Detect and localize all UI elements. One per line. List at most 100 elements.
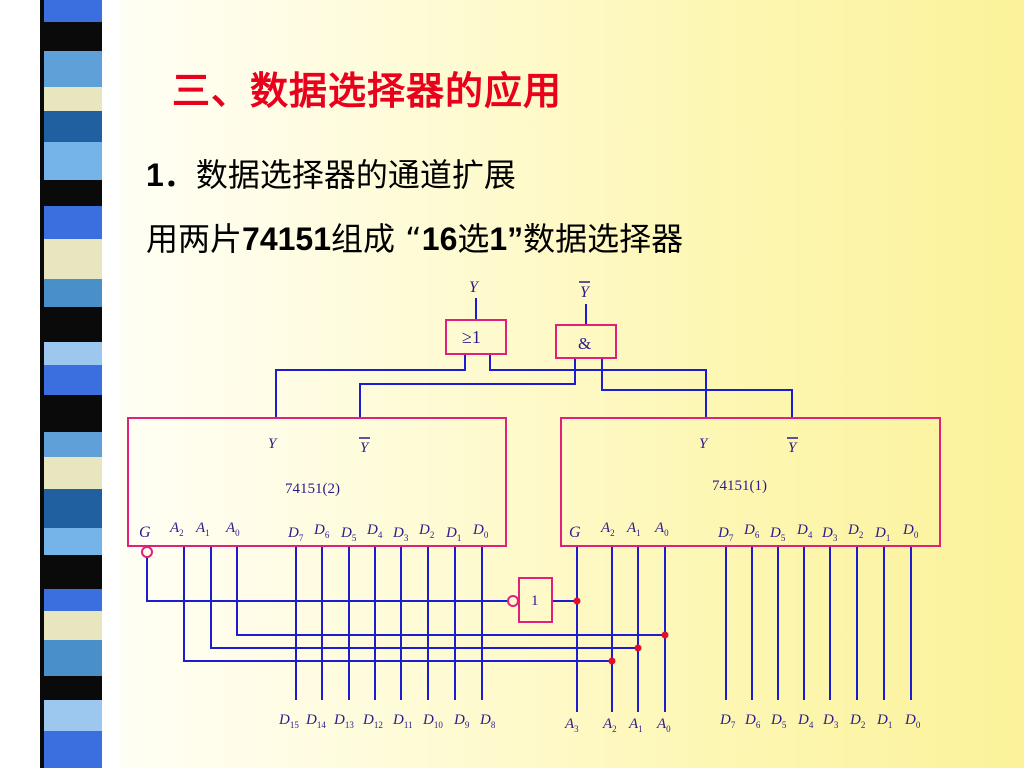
stripe-block — [40, 142, 102, 180]
stripe-block — [40, 342, 102, 365]
chip1-data-pin-label: D6 — [743, 522, 760, 540]
stripe-block — [40, 457, 102, 489]
A3-junction — [573, 597, 581, 605]
stripe-block — [40, 395, 102, 432]
stripe-block — [40, 279, 102, 307]
chip1-select-label: A2 — [600, 520, 615, 538]
section-heading-text: 数据选择器的通道扩展 — [195, 156, 516, 194]
chip1-Ybar-label: Y — [788, 440, 798, 456]
input-label-high: D12 — [362, 712, 383, 730]
chip1-enable-label: G — [569, 524, 581, 541]
chip2-enable-bubble — [141, 546, 153, 558]
not-gate-label: 1 — [531, 593, 539, 609]
chip2-Ybar-to-and — [359, 358, 576, 418]
stripe-block — [40, 432, 102, 457]
not-gate — [518, 577, 553, 623]
component-boxes — [127, 319, 941, 623]
stripe-edge — [40, 0, 44, 768]
chip2-data-pin-label: D7 — [287, 525, 304, 543]
input-label-high: D9 — [453, 712, 470, 730]
input-label-low: D0 — [904, 712, 921, 730]
select-input-label: A0 — [656, 716, 671, 734]
desc-select: 选 — [457, 220, 490, 258]
desc-part-c: 组成 “ — [331, 220, 422, 258]
stripe-block — [40, 51, 102, 87]
stripe-block — [40, 111, 102, 142]
stripe-block — [40, 528, 102, 555]
chip2-data-pin-label: D1 — [445, 525, 461, 543]
input-label-low: D7 — [719, 712, 736, 730]
chip2-select-label: A1 — [195, 520, 210, 538]
output-Ybar-label: Y — [580, 284, 591, 301]
input-label-high: D14 — [305, 712, 326, 730]
chip-74151-1 — [560, 417, 941, 547]
chip1-Y-to-or — [489, 354, 707, 418]
desc-one: 1” — [489, 221, 524, 257]
input-label-low: D1 — [876, 712, 892, 730]
chip1-Ybar-to-and — [601, 358, 793, 418]
chip2-data-pin-label: D3 — [392, 525, 409, 543]
wires — [146, 298, 912, 712]
stripe-block — [40, 589, 102, 611]
section-number: 1． — [146, 157, 196, 193]
input-label-high: D13 — [333, 712, 354, 730]
and-gate — [555, 324, 617, 359]
desc-sixteen: 16 — [421, 221, 458, 257]
input-label-low: D6 — [744, 712, 761, 730]
output-Y-label: Y — [469, 279, 480, 296]
chip2-enable-label: G — [139, 524, 151, 541]
chip1-name: 74151(1) — [712, 478, 767, 494]
A1-bus — [210, 546, 638, 649]
stripe-block — [40, 611, 102, 640]
stripe-block — [40, 87, 102, 111]
stripe-block — [40, 307, 102, 342]
chip2-data-pin-label: D5 — [340, 525, 357, 543]
input-label-high: D15 — [278, 712, 299, 730]
A1-junction — [634, 644, 642, 652]
stripe-block — [40, 700, 102, 731]
input-label-high: D11 — [392, 712, 413, 730]
select-input-label: A1 — [628, 716, 643, 734]
chip2-select-label: A0 — [225, 520, 240, 538]
decorative-stripe-bar — [0, 0, 120, 768]
stripe-block — [40, 640, 102, 676]
A0-junction — [661, 631, 669, 639]
stripe-block — [40, 365, 102, 395]
select-input-label: A3 — [564, 716, 579, 734]
input-label-low: D3 — [822, 712, 839, 730]
chip2-select-label: A2 — [169, 520, 184, 538]
A3-to-chip2-enable — [146, 557, 508, 602]
chip1-data-pin-label: D5 — [769, 525, 786, 543]
A2-junction — [608, 657, 616, 665]
stripe-block — [40, 206, 102, 239]
chip1-data-pin-label: D4 — [796, 522, 813, 540]
chip2-data-pin-label: D6 — [313, 522, 330, 540]
chip1-data-pin-label: D0 — [902, 522, 919, 540]
section-heading: 1．数据选择器的通道扩展 — [146, 150, 516, 196]
chip1-data-pin-label: D3 — [821, 525, 838, 543]
chip1-data-pin-label: D1 — [874, 525, 890, 543]
input-label-low: D5 — [770, 712, 787, 730]
chip2-Y-label: Y — [268, 436, 278, 452]
stripe-block — [40, 489, 102, 528]
desc-chip-number: 74151 — [242, 221, 331, 257]
stripe-block — [40, 555, 102, 589]
and-gate-label: & — [578, 334, 591, 353]
chip1-Y-label: Y — [699, 436, 709, 452]
stripe-block — [40, 180, 102, 206]
task-description: 用两片74151组成 “16选1”数据选择器 — [146, 214, 683, 260]
input-label-low: D4 — [797, 712, 814, 730]
stripe-block — [40, 0, 102, 22]
chip2-Ybar-label: Y — [360, 440, 370, 456]
or-gate-label: ≥1 — [462, 327, 481, 347]
input-label-high: D10 — [422, 712, 443, 730]
chip-74151-2 — [127, 417, 507, 547]
input-label-high: D8 — [479, 712, 496, 730]
chip2-Y-to-or — [275, 354, 466, 418]
input-label-low: D2 — [849, 712, 865, 730]
stripe-block — [40, 731, 102, 768]
A2-bus — [183, 546, 612, 662]
chip2-data-pin-label: D4 — [366, 522, 383, 540]
